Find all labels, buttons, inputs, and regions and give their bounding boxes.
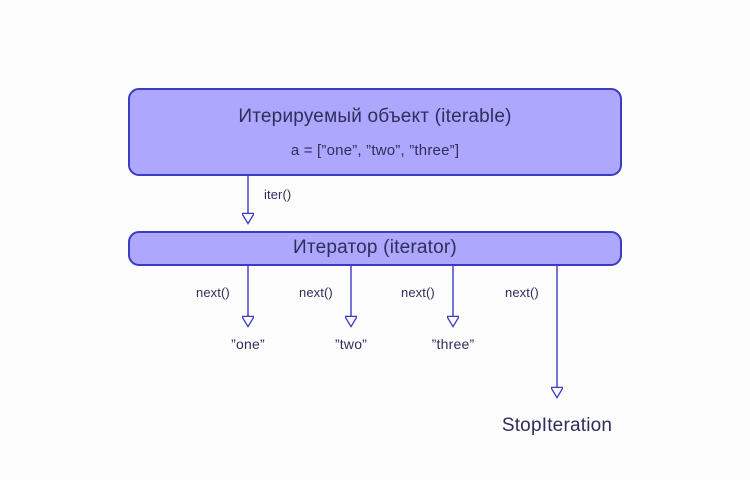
iterable-node-title: Итерируемый объект (iterable) [238,106,512,128]
next-edge-label-1: next() [299,285,333,300]
next-edge-label-0: next() [196,285,230,300]
iterable-node: Итерируемый объект (iterable) a = [”one”… [128,88,622,176]
next-edge-label-3: next() [505,285,539,300]
iterator-node-title: Итератор (iterator) [293,237,457,259]
stop-iteration-label: StopIteration [501,415,613,436]
next-edge-label-2: next() [401,285,435,300]
iterable-node-code: a = [”one”, ”two”, ”three”] [290,141,460,159]
next-result-1: ”two” [334,336,368,352]
next-result-0: ”one” [231,336,265,352]
next-result-2: ”three” [431,336,475,352]
iterator-node: Итератор (iterator) [128,231,622,266]
iter-edge-label: iter() [264,187,292,202]
